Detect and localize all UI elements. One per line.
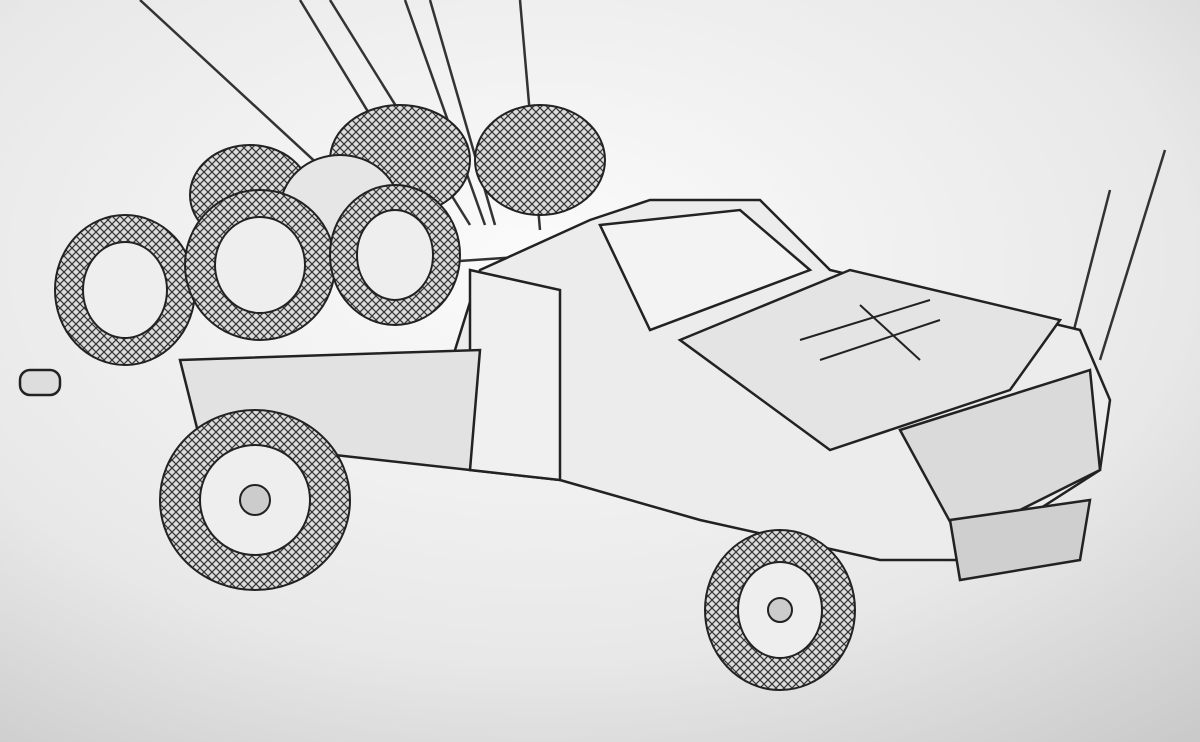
truck-body: [18, 198, 1112, 582]
hood-detail: [799, 299, 941, 361]
wheels: [159, 409, 856, 691]
spare-tires: [54, 104, 606, 366]
